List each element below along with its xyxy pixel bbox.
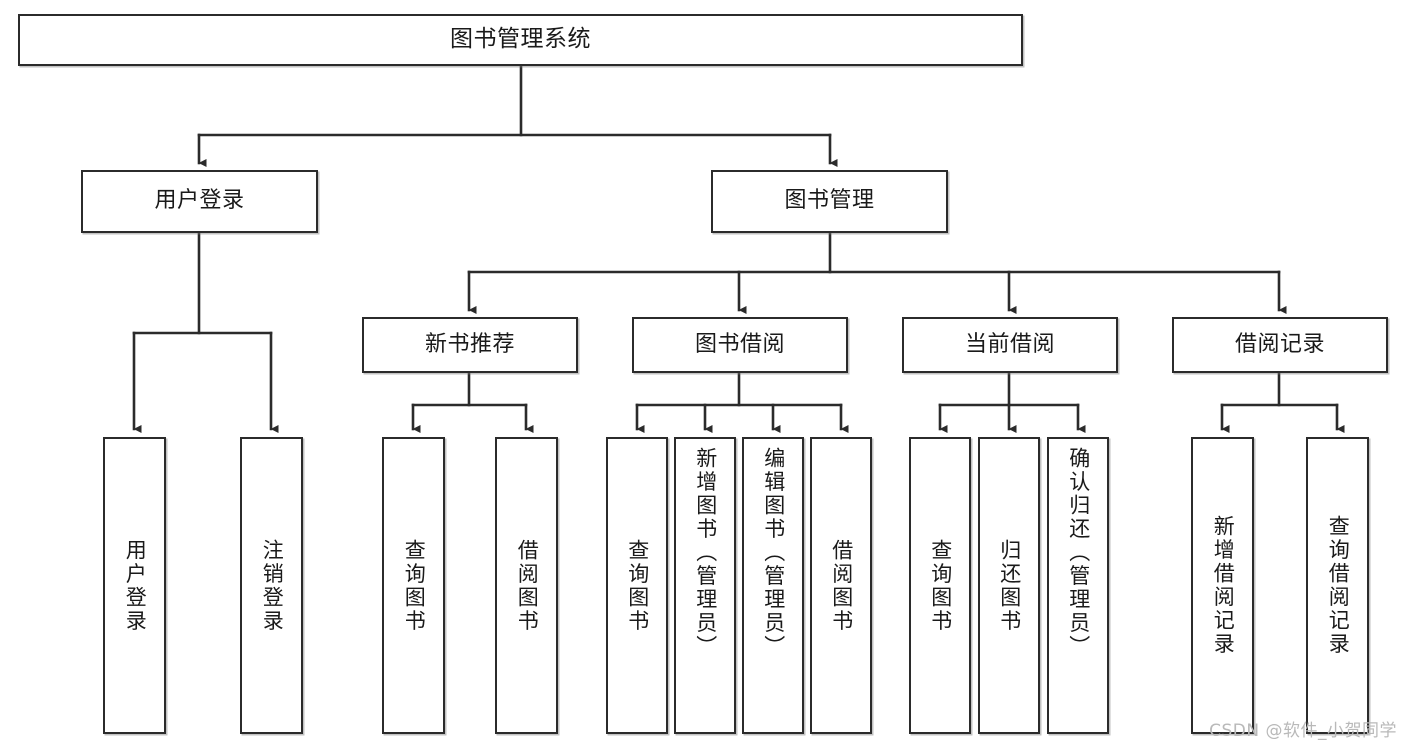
node-label: 图书管理系统 bbox=[450, 26, 591, 53]
node-label: 查询图书 bbox=[625, 538, 650, 633]
node-label: 用户登录 bbox=[123, 538, 148, 633]
leaf-query-book-recommend[interactable]: 查询图书 bbox=[382, 437, 445, 734]
node-current-borrow[interactable]: 当前借阅 bbox=[902, 317, 1118, 373]
leaf-add-borrow-record[interactable]: 新增借阅记录 bbox=[1191, 437, 1254, 734]
node-label: 借阅图书 bbox=[829, 538, 854, 633]
node-borrow-record[interactable]: 借阅记录 bbox=[1172, 317, 1388, 373]
leaf-user-login[interactable]: 用户登录 bbox=[103, 437, 166, 734]
leaf-query-book-borrow[interactable]: 查询图书 bbox=[606, 437, 668, 734]
node-label: 新增借阅记录 bbox=[1211, 515, 1236, 656]
node-label: 借阅记录 bbox=[1234, 331, 1325, 357]
node-new-book-recommend[interactable]: 新书推荐 bbox=[362, 317, 578, 373]
leaf-query-book-current[interactable]: 查询图书 bbox=[909, 437, 971, 734]
node-label: 借阅图书 bbox=[515, 538, 540, 633]
node-label: 编辑图书（管理员） bbox=[761, 447, 786, 659]
leaf-add-book-admin[interactable]: 新增图书（管理员） bbox=[674, 437, 736, 734]
node-label: 查询借阅记录 bbox=[1326, 515, 1351, 656]
node-book-management-system[interactable]: 图书管理系统 bbox=[18, 14, 1023, 66]
node-book-borrow[interactable]: 图书借阅 bbox=[632, 317, 848, 373]
node-user-login[interactable]: 用户登录 bbox=[81, 170, 318, 233]
node-label: 当前借阅 bbox=[964, 331, 1055, 357]
leaf-confirm-return-admin[interactable]: 确认归还（管理员） bbox=[1047, 437, 1109, 734]
leaf-borrow-book-recommend[interactable]: 借阅图书 bbox=[495, 437, 558, 734]
node-label: 新增图书（管理员） bbox=[693, 447, 718, 659]
node-label: 归还图书 bbox=[997, 538, 1022, 633]
node-label: 注销登录 bbox=[260, 538, 285, 633]
leaf-edit-book-admin[interactable]: 编辑图书（管理员） bbox=[742, 437, 804, 734]
node-label: 查询图书 bbox=[928, 538, 953, 633]
leaf-logout[interactable]: 注销登录 bbox=[240, 437, 303, 734]
node-label: 查询图书 bbox=[402, 538, 427, 633]
node-label: 确认归还（管理员） bbox=[1066, 447, 1091, 659]
leaf-query-borrow-record[interactable]: 查询借阅记录 bbox=[1306, 437, 1369, 734]
node-label: 图书借阅 bbox=[694, 331, 785, 357]
node-label: 用户登录 bbox=[154, 188, 245, 214]
node-book-management[interactable]: 图书管理 bbox=[711, 170, 948, 233]
leaf-return-book[interactable]: 归还图书 bbox=[978, 437, 1040, 734]
node-label: 图书管理 bbox=[784, 188, 875, 214]
leaf-borrow-book[interactable]: 借阅图书 bbox=[810, 437, 872, 734]
node-label: 新书推荐 bbox=[424, 331, 515, 357]
